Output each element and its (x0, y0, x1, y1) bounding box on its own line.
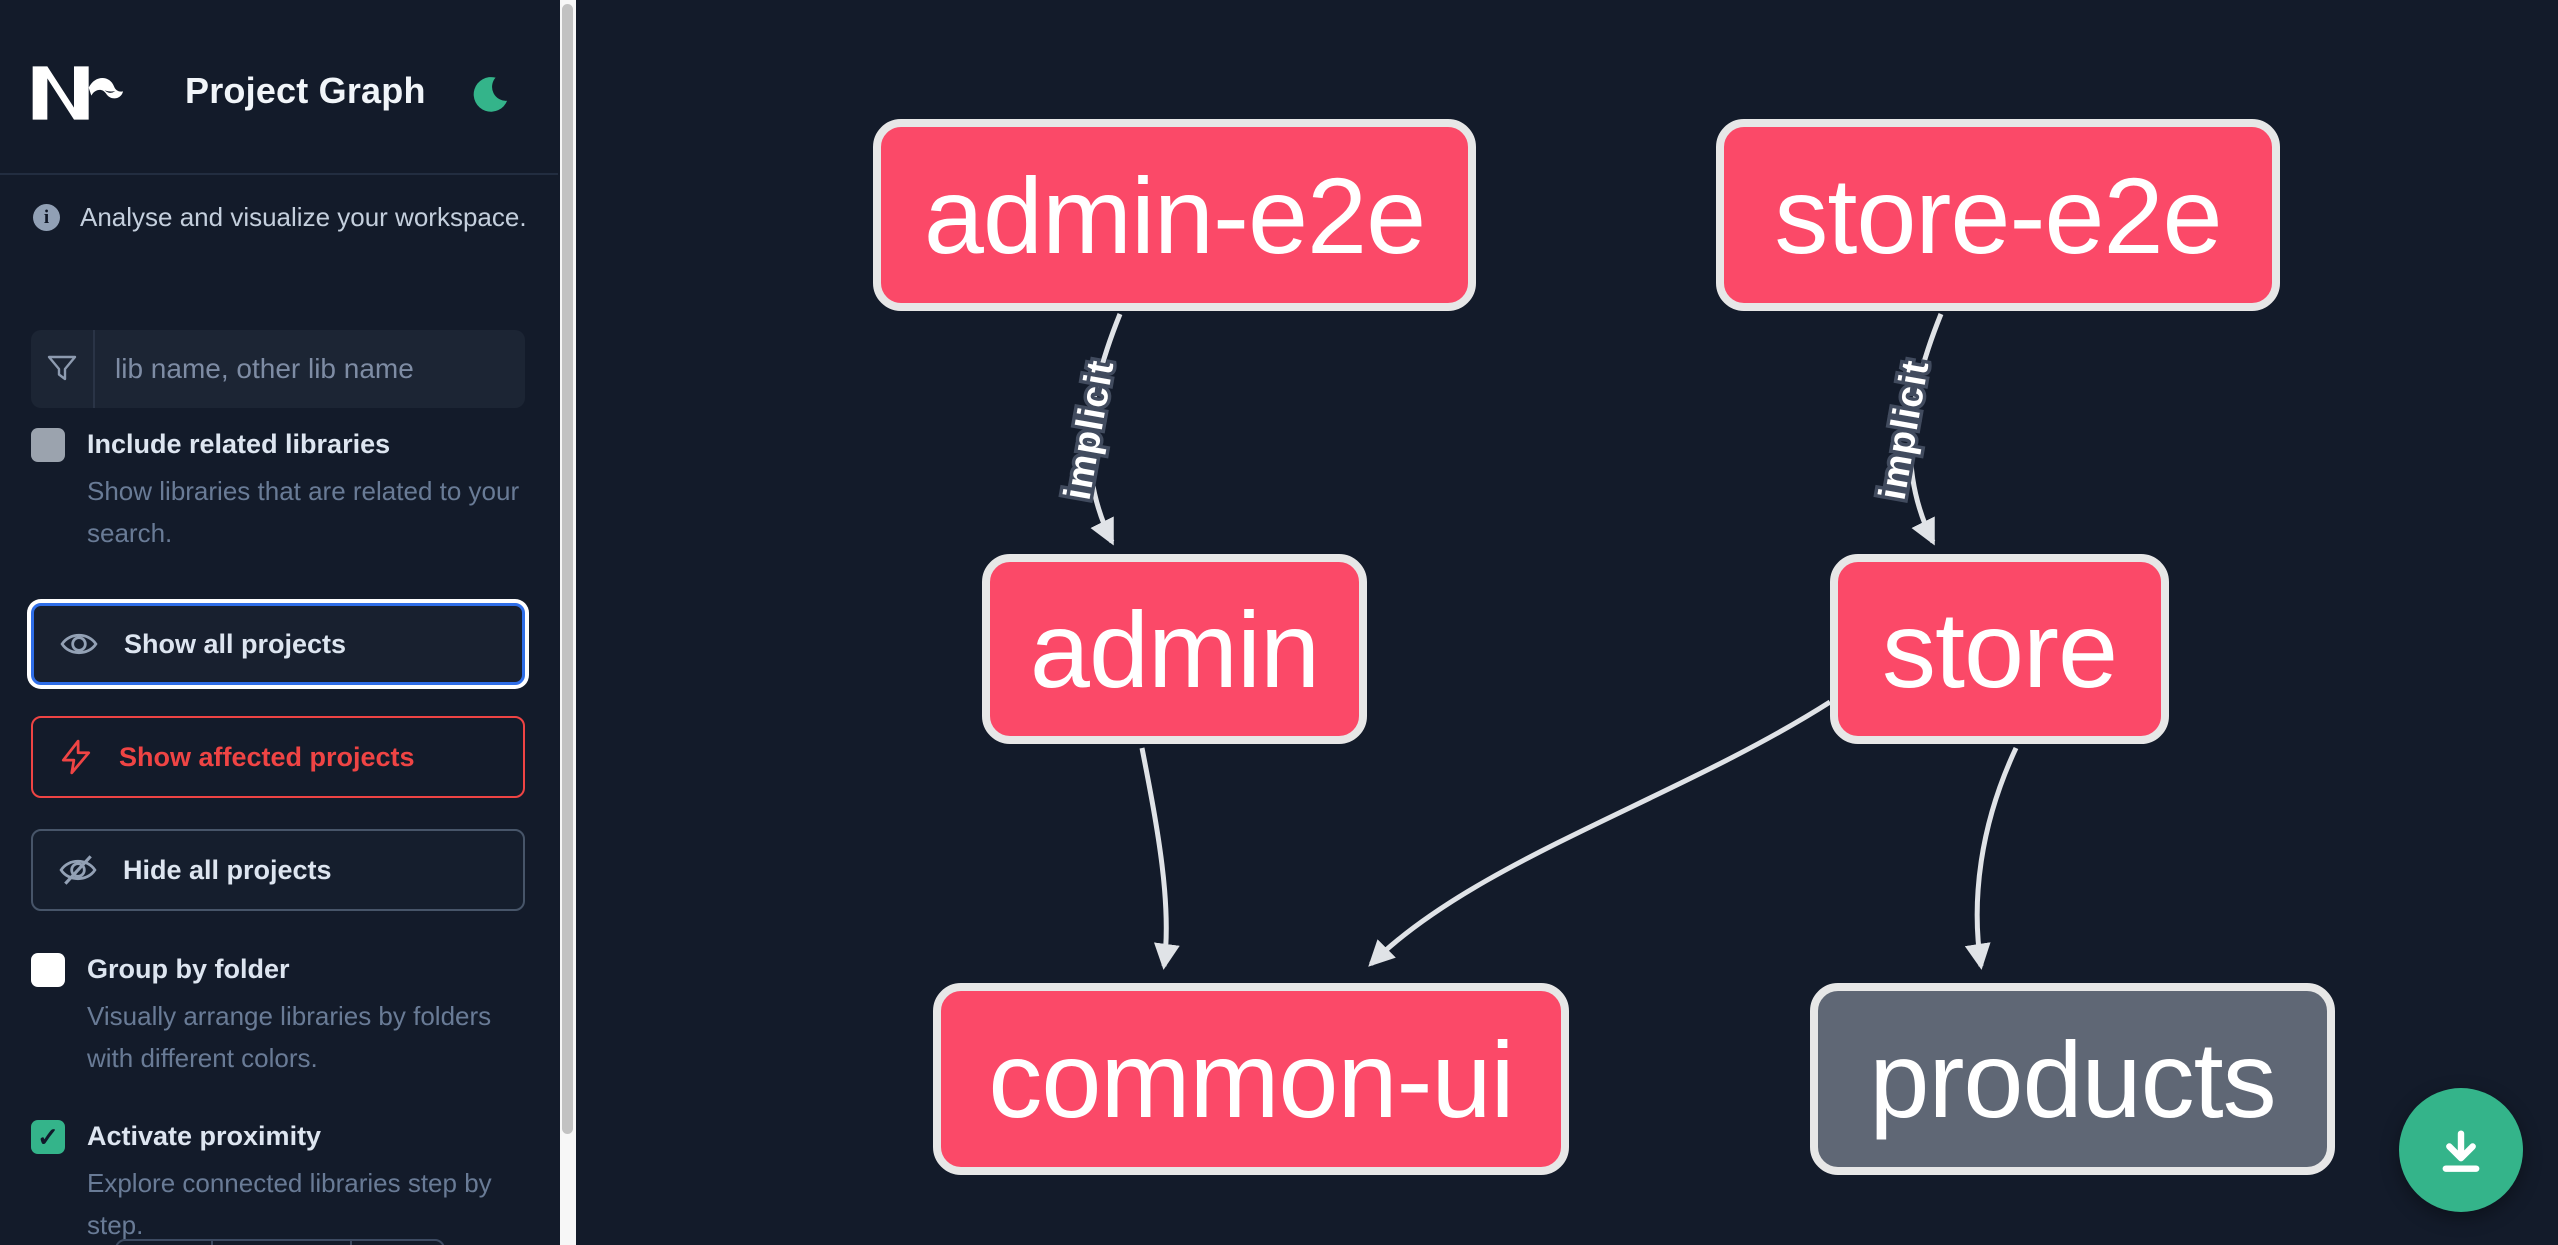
group-by-folder-option: Group by folder Visually arrange librari… (31, 949, 531, 1079)
graph-canvas[interactable]: implicit implicit admin-e2e store-e2e ad… (576, 0, 2558, 1245)
moon-icon[interactable] (468, 74, 510, 116)
eye-icon (60, 633, 98, 655)
page-title: Project Graph (185, 70, 426, 111)
activate-proximity-description: Explore connected libraries step by step… (87, 1168, 492, 1240)
edge-store-e2e-to-store[interactable] (1907, 313, 1944, 546)
activate-proximity-option: ✓ Activate proximity Explore connected l… (31, 1116, 531, 1245)
project-filter-input[interactable] (95, 332, 525, 406)
show-all-projects-label: Show all projects (124, 628, 347, 659)
edge-store-to-products[interactable] (1964, 746, 2019, 970)
scrollbar-thumb[interactable] (562, 4, 573, 1134)
include-related-checkbox[interactable] (31, 428, 65, 462)
group-by-folder-label: Group by folder (87, 954, 290, 984)
hide-all-projects-button[interactable]: Hide all projects (31, 829, 525, 911)
tagline-text: Analyse and visualize your workspace. (80, 202, 527, 232)
sidebar: Project Graph i Analyse and visualize yo… (0, 0, 576, 1245)
lightning-bolt-icon (61, 739, 91, 775)
proximity-stepper-control[interactable] (115, 1239, 445, 1245)
hide-all-projects-label: Hide all projects (123, 854, 332, 885)
edge-admin-to-common-ui[interactable] (1139, 747, 1180, 970)
sidebar-scrollbar[interactable] (560, 0, 576, 1245)
eye-off-icon (59, 855, 97, 885)
node-store[interactable]: store (1830, 554, 2169, 744)
node-products[interactable]: products (1810, 983, 2335, 1175)
show-affected-projects-button[interactable]: Show affected projects (31, 716, 525, 798)
activate-proximity-checkbox[interactable]: ✓ (31, 1120, 65, 1154)
activate-proximity-label: Activate proximity (87, 1121, 322, 1151)
show-affected-projects-label: Show affected projects (119, 741, 415, 772)
node-store-e2e[interactable]: store-e2e (1716, 119, 2280, 311)
edge-store-to-common-ui[interactable] (1368, 699, 1832, 967)
workspace-tagline: i Analyse and visualize your workspace. (33, 202, 527, 233)
group-by-folder-description: Visually arrange libraries by folders wi… (87, 1001, 492, 1073)
funnel-filter-icon (31, 330, 95, 408)
show-all-projects-button[interactable]: Show all projects (31, 603, 525, 685)
include-related-description: Show libraries that are related to your … (87, 476, 520, 548)
include-related-option: Include related libraries Show libraries… (31, 424, 531, 554)
info-icon: i (33, 204, 60, 231)
edge-admin-e2e-to-admin[interactable] (1086, 313, 1123, 546)
group-by-folder-checkbox[interactable] (31, 953, 65, 987)
node-admin-e2e[interactable]: admin-e2e (873, 119, 1476, 311)
sidebar-header: Project Graph (0, 0, 558, 173)
edge-layer (1086, 313, 2019, 970)
include-related-label: Include related libraries (87, 429, 391, 459)
nx-logo-icon[interactable] (30, 60, 126, 128)
header-divider (0, 173, 558, 175)
download-image-button[interactable] (2399, 1088, 2523, 1212)
project-filter-box (31, 330, 525, 408)
node-common-ui[interactable]: common-ui (933, 983, 1569, 1175)
node-admin[interactable]: admin (982, 554, 1367, 744)
download-icon (2442, 1130, 2480, 1172)
